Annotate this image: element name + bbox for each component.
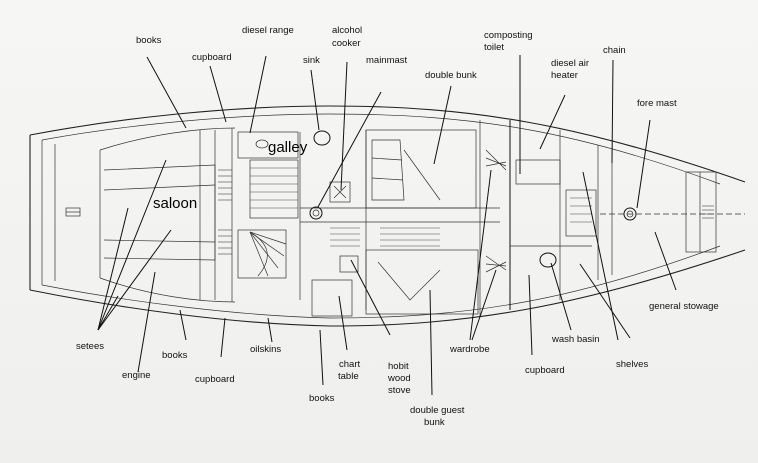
label-cupboard-top: cupboard xyxy=(192,52,232,63)
label-engine: engine xyxy=(122,370,151,381)
label-chart-table-1: chart xyxy=(339,359,360,370)
label-double-bunk: double bunk xyxy=(425,70,477,81)
label-hobit-wood-stove-2: wood xyxy=(387,373,411,384)
companionway-steps xyxy=(237,229,287,279)
label-oilskins: oilskins xyxy=(250,344,281,355)
label-double-guest-bunk-1: double guest xyxy=(410,405,465,416)
label-books-bottom-mid: books xyxy=(309,393,335,404)
label-diesel-range: diesel range xyxy=(242,25,294,36)
labels: books cupboard diesel range sink alcohol… xyxy=(76,25,719,428)
label-general-stowage: general stowage xyxy=(649,301,719,312)
label-setees: setees xyxy=(76,341,104,352)
aisle-grate xyxy=(330,227,440,247)
saloon-area xyxy=(103,128,233,302)
label-cupboard-bottom: cupboard xyxy=(195,374,235,385)
label-mainmast: mainmast xyxy=(366,55,408,66)
label-sink: sink xyxy=(303,55,320,66)
label-shelves: shelves xyxy=(616,359,648,370)
label-wash-basin: wash basin xyxy=(551,334,600,345)
label-composting-toilet-1: composting xyxy=(484,30,533,41)
label-composting-toilet-2: toilet xyxy=(484,42,504,53)
label-alcohol-cooker-1: alcohol xyxy=(332,25,362,36)
floor-grate-1 xyxy=(218,169,232,255)
wardrobe-hangers xyxy=(485,149,507,273)
label-double-guest-bunk-2: bunk xyxy=(424,417,445,428)
label-chart-table-2: table xyxy=(338,371,359,382)
cabin-interior xyxy=(218,120,745,317)
label-alcohol-cooker-2: cooker xyxy=(332,38,361,49)
label-books-top: books xyxy=(136,35,162,46)
label-diesel-air-heater-1: diesel air xyxy=(551,58,589,69)
label-fore-mast: fore mast xyxy=(637,98,677,109)
label-diesel-air-heater-2: heater xyxy=(551,70,578,81)
label-cupboard-right: cupboard xyxy=(525,365,565,376)
leader-lines xyxy=(97,55,677,396)
label-galley: galley xyxy=(268,139,308,156)
hull-outline xyxy=(29,105,746,327)
label-hobit-wood-stove-1: hobit xyxy=(388,361,409,372)
label-wardrobe: wardrobe xyxy=(449,344,490,355)
label-books-bottom-left: books xyxy=(162,350,188,361)
label-saloon: saloon xyxy=(153,195,197,212)
floor-grate-2 xyxy=(249,159,299,219)
label-hobit-wood-stove-3: stove xyxy=(388,385,411,396)
label-chain: chain xyxy=(603,45,626,56)
